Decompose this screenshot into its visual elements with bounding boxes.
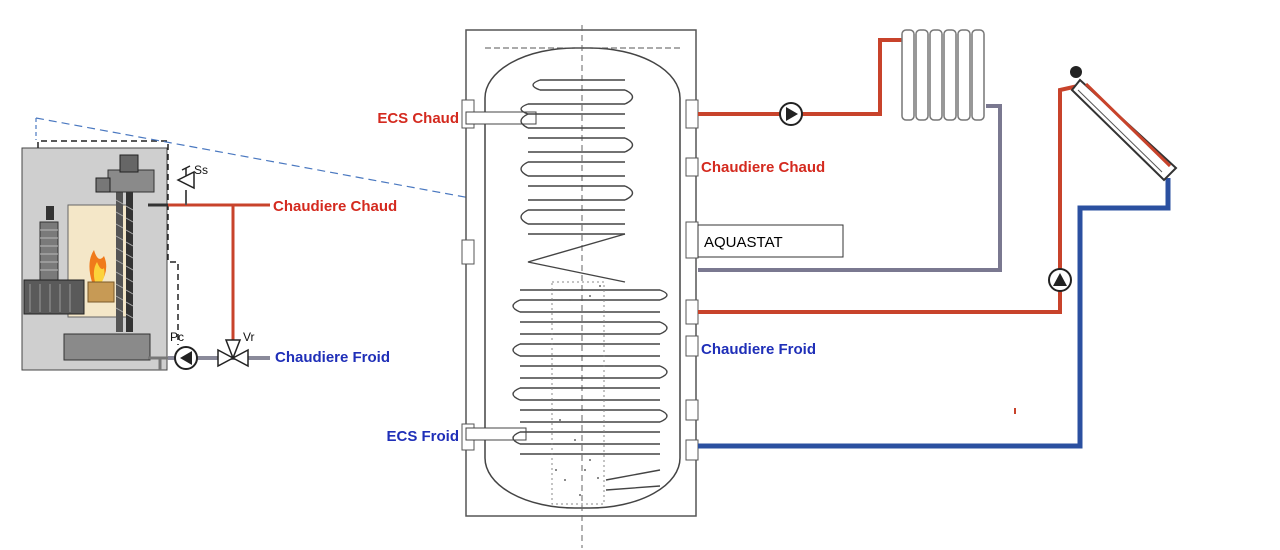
circulator-pump-icon bbox=[1048, 268, 1072, 292]
safety-valve-icon bbox=[176, 165, 195, 190]
boiler-chaudiere-froid-label: Chaudiere Froid bbox=[275, 349, 390, 366]
tank-chaudiere-froid-label: Chaudiere Froid bbox=[701, 341, 816, 358]
three-way-valve-icon bbox=[217, 339, 249, 368]
ecs-chaud-label: ECS Chaud bbox=[377, 110, 459, 127]
boiler-chaudiere-chaud-label: Chaudiere Chaud bbox=[273, 198, 397, 215]
ecs-froid-label: ECS Froid bbox=[386, 428, 459, 445]
solar-circuit bbox=[698, 84, 1171, 449]
aquastat-label: AQUASTAT bbox=[704, 234, 783, 251]
boiler-pump-label: Pc bbox=[170, 330, 184, 344]
mixing-valve-label: Vr bbox=[243, 330, 255, 344]
tank-chaudiere-chaud-label: Chaudiere Chaud bbox=[701, 159, 825, 176]
aquastat-box bbox=[697, 224, 844, 258]
solar-panel bbox=[1070, 66, 1178, 182]
radiator bbox=[901, 29, 985, 121]
boiler-unit bbox=[21, 140, 179, 371]
stray-mark bbox=[1014, 408, 1016, 414]
storage-tank bbox=[461, 25, 699, 548]
circulator-pump-icon bbox=[174, 346, 198, 370]
safety-valve-label: Ss bbox=[194, 163, 208, 177]
circulator-pump-icon bbox=[779, 102, 803, 126]
